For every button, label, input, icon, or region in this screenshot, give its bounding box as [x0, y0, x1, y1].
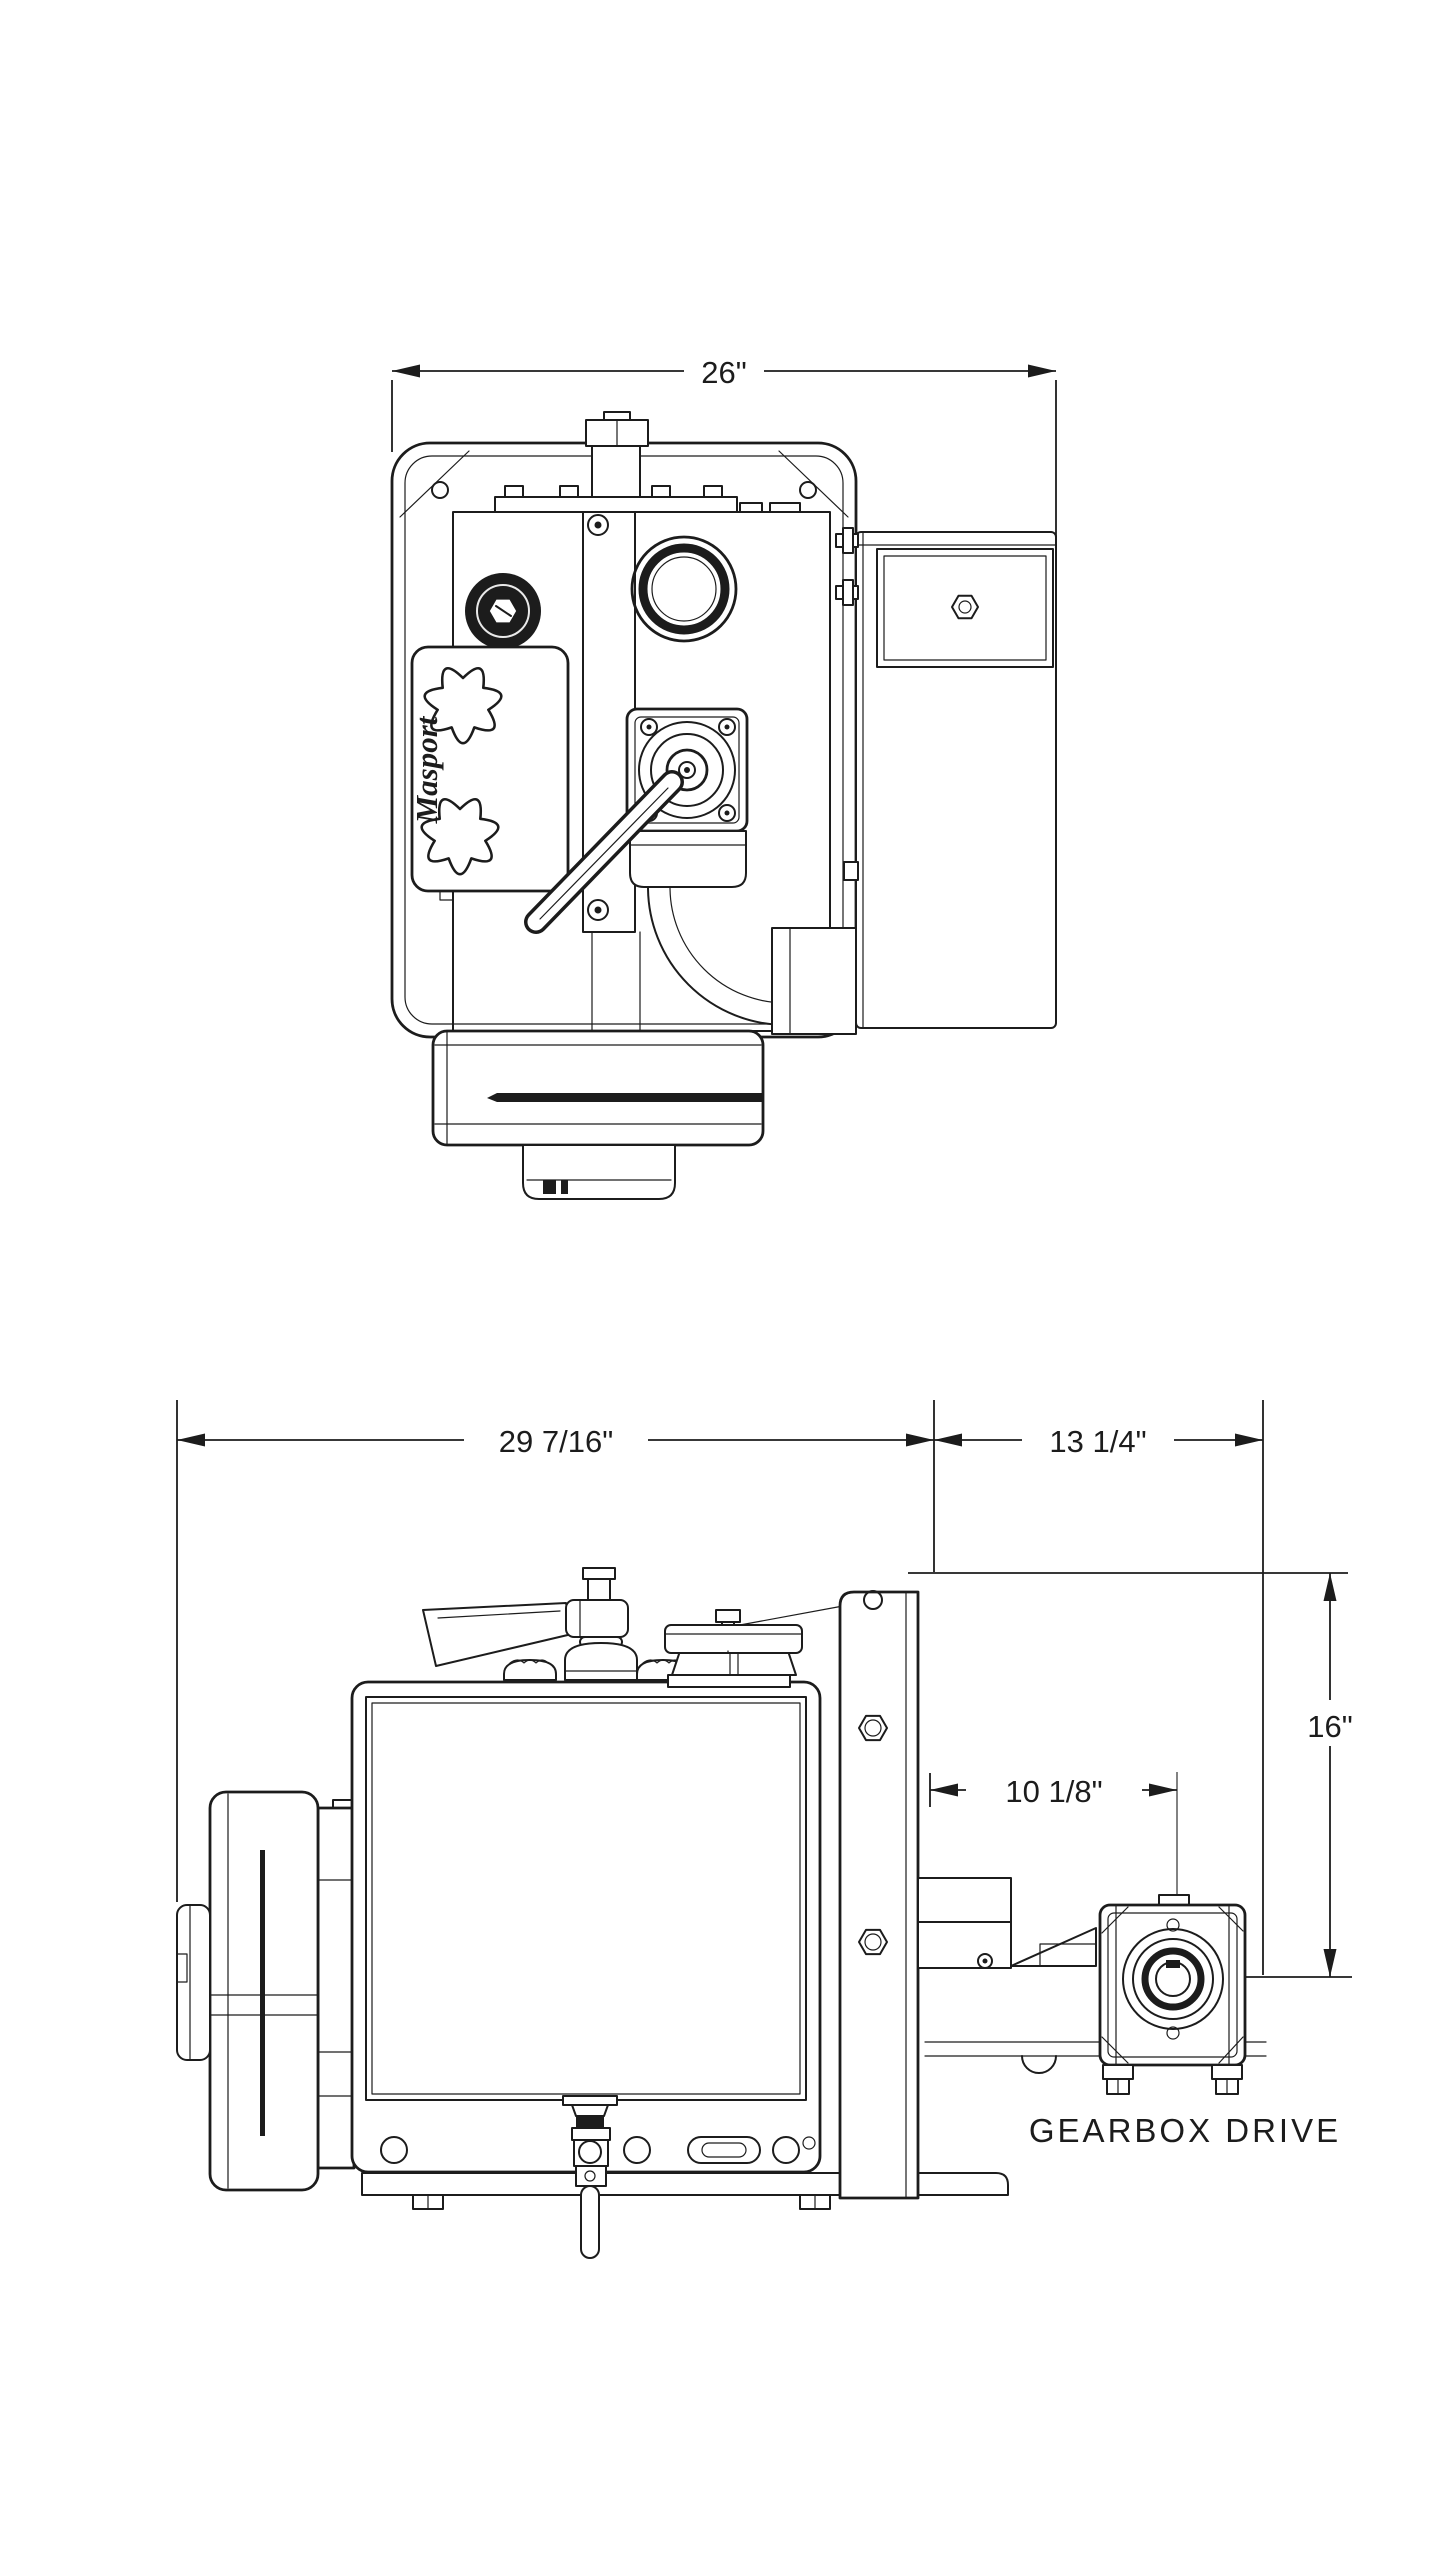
- star-knob-lower: [420, 798, 500, 876]
- plate-hex-bolt: [858, 1928, 888, 1956]
- star-knob-upper: [423, 667, 503, 745]
- dimension-extension-width: 13 1/4": [934, 1400, 1264, 1975]
- dimension-label-13-1-4in: 13 1/4": [1049, 1424, 1146, 1459]
- dimension-label-10-1-8in: 10 1/8": [1005, 1774, 1102, 1809]
- base-slot: [687, 2136, 761, 2164]
- side-view-exhaust-cap: [664, 1605, 844, 1688]
- base-hole: [380, 2136, 408, 2164]
- view-caption: GEARBOX DRIVE: [1029, 2112, 1341, 2149]
- dimension-gearbox-offset: 10 1/8": [929, 1769, 1178, 1950]
- top-view-hanger-bracket: [494, 411, 801, 513]
- side-view-gearbox: [1098, 1894, 1247, 2095]
- side-view-coupling: [917, 1877, 1097, 1969]
- dimension-label-16in: 16": [1307, 1709, 1353, 1744]
- base-hole: [623, 2136, 651, 2164]
- side-view-lever: [422, 1567, 638, 1681]
- side-view-motor: [176, 1790, 356, 2192]
- pump-handle: [524, 770, 684, 934]
- base-hole-small: [802, 2136, 816, 2150]
- top-view-drive-flange: [524, 707, 749, 934]
- side-view: 29 7/16" 13 1/4" 16": [176, 1400, 1368, 2259]
- plate-hex-bolt: [858, 1714, 888, 1742]
- top-view-discharge-elbow: [647, 886, 857, 1035]
- side-view-mounting-plate: [838, 1590, 920, 2200]
- side-view-tank: [350, 1680, 822, 2174]
- top-view: 26": [390, 350, 1057, 1200]
- base-hole: [772, 2136, 800, 2164]
- plate-top-hole: [863, 1590, 883, 1610]
- brand-logo: Masport: [409, 715, 444, 824]
- top-view-motor: [431, 931, 765, 1200]
- dimension-body-width: 29 7/16": [176, 1400, 935, 1902]
- dimension-label-29-7-16in: 29 7/16": [499, 1424, 613, 1459]
- side-view-drain-valve: [562, 2095, 618, 2259]
- plate-hole-right: [799, 481, 817, 499]
- dimension-label-26in: 26": [701, 355, 747, 390]
- dimension-top-overall-width: 26": [391, 350, 1057, 540]
- top-view-muffler-box: [835, 527, 1057, 1029]
- top-view-masport-plate: Masport: [409, 645, 570, 893]
- top-view-suction-port: [630, 535, 738, 643]
- plate-hole-left: [431, 481, 449, 499]
- muffler-bolt: [951, 594, 979, 620]
- dimension-height: 16": [908, 1572, 1368, 1978]
